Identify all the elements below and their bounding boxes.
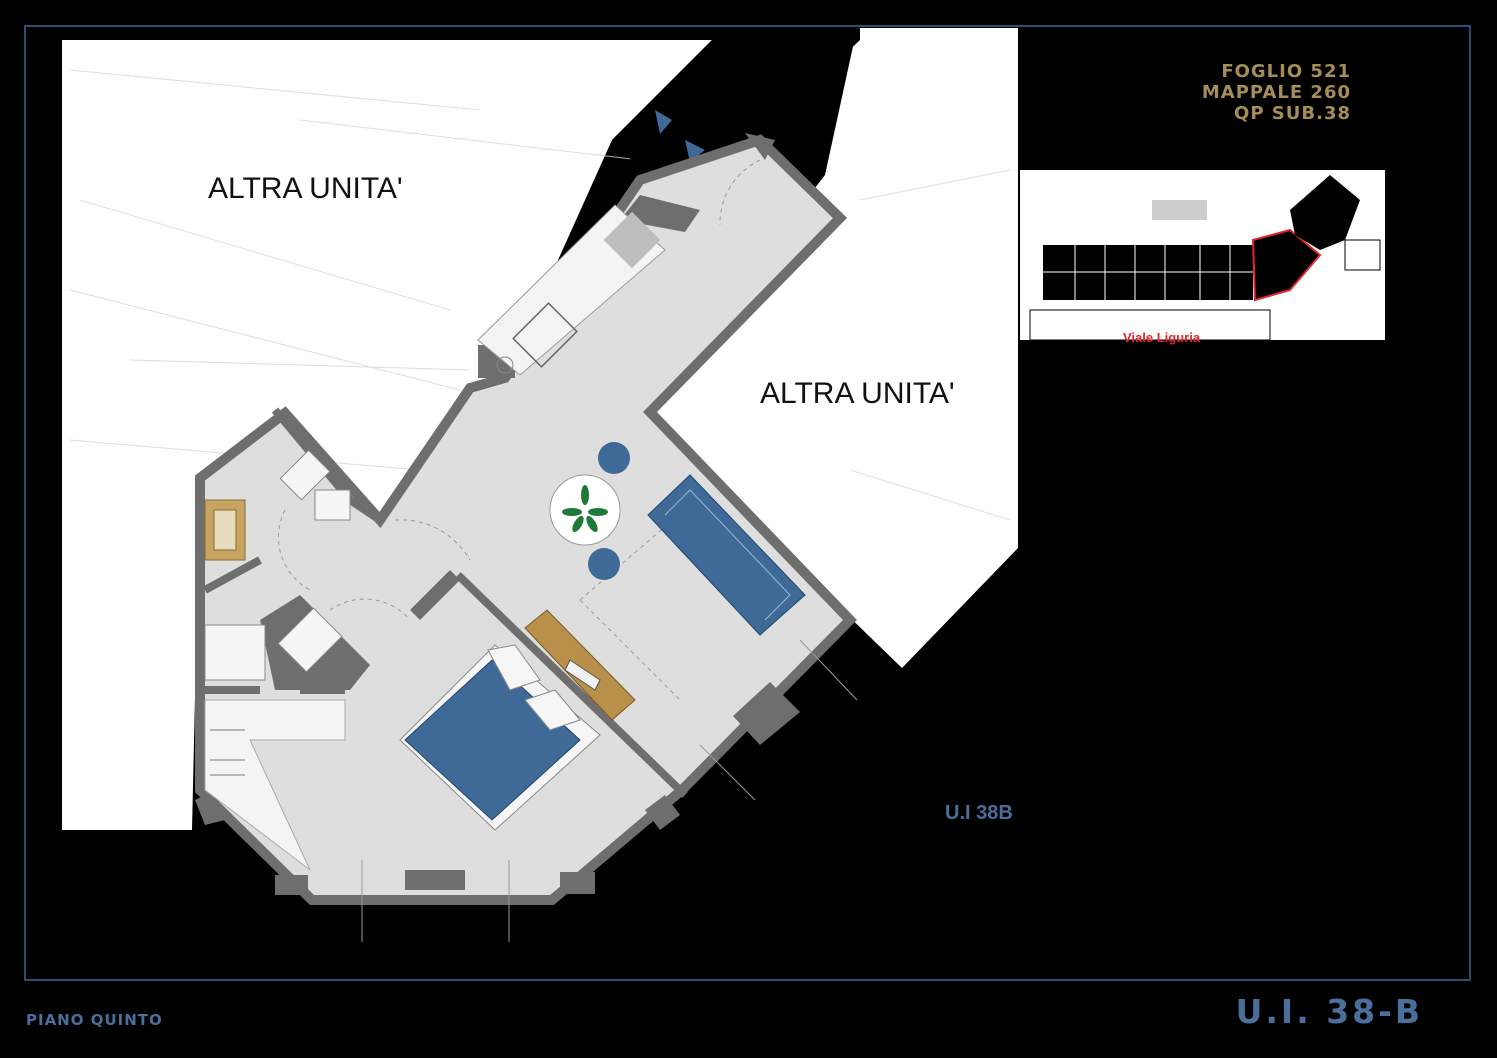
cadastral-info: FOGLIO 521 MAPPALE 260 QP SUB.38 <box>1202 61 1351 124</box>
cadastral-parcel: MAPPALE 260 <box>1201 82 1351 103</box>
kitchen-sink-icon <box>512 302 578 368</box>
drain-icon <box>496 356 514 374</box>
kitchen-counter <box>477 204 666 376</box>
unit-id-label: U.I 38B <box>945 802 1013 824</box>
cadastral-sheet: FOGLIO 521 <box>1221 61 1351 82</box>
section-lines <box>361 639 858 942</box>
pillow-icon <box>487 644 541 691</box>
floor-name: PIANO QUINTO <box>26 1011 163 1029</box>
key-plan <box>1020 170 1385 341</box>
sheet-title: U.I. 38-B <box>1235 992 1423 1031</box>
sketch-lines <box>69 69 1011 521</box>
key-plan-highlight <box>1251 228 1322 302</box>
tv-cabinet <box>524 609 636 721</box>
washbasin-icon <box>277 607 343 673</box>
other-unit-area-right <box>640 28 1018 668</box>
cadastral-sub: QP SUB.38 <box>1234 103 1351 124</box>
shower-icon <box>204 624 266 681</box>
chair-icon <box>588 548 620 580</box>
dining-table <box>549 442 630 580</box>
entry-arrow-icon <box>685 140 705 162</box>
washbasin-icon <box>279 449 331 501</box>
double-bed <box>399 644 601 831</box>
pillow-icon <box>524 689 581 731</box>
street-label: Viale Liguria <box>1123 330 1201 345</box>
entry-arrow-icon <box>655 110 672 134</box>
wardrobe <box>204 699 346 871</box>
table-icon <box>549 474 621 546</box>
other-unit-area-left <box>62 40 712 830</box>
chair-icon <box>598 442 630 474</box>
toilet-icon <box>314 489 351 521</box>
other-unit-label-left: ALTRA UNITA' <box>208 172 403 205</box>
plant-icon <box>562 485 608 533</box>
sofa <box>647 474 806 636</box>
apartment-floor <box>195 134 857 905</box>
bathroom <box>204 449 351 681</box>
other-unit-label-right: ALTRA UNITA' <box>760 377 955 410</box>
